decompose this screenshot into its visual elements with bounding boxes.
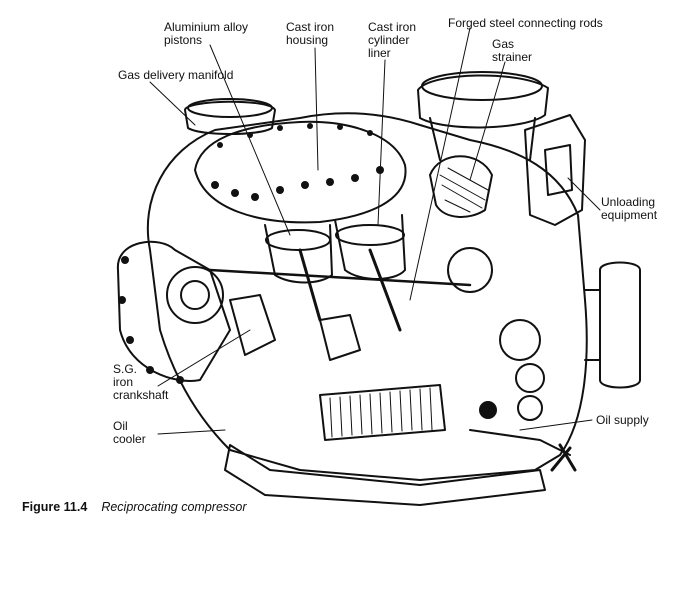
cylinder-liner-left: [264, 224, 333, 284]
leader-unloading: [567, 177, 601, 211]
label-cast-iron-cylinder-liner: Cast iron cylinder liner: [368, 20, 417, 60]
figure-title: Reciprocating compressor: [101, 500, 247, 514]
leader-oil-supply: [519, 419, 593, 431]
leader-housing: [314, 47, 319, 171]
delivery-flange: [184, 100, 276, 135]
leader-oil-cooler: [157, 429, 226, 435]
connecting-rod-right: [368, 248, 402, 332]
unloading-housing: [524, 114, 586, 226]
gear-small: [517, 395, 543, 421]
crankshaft-seal: [166, 266, 224, 324]
unloader-cylinder: [599, 261, 641, 389]
unloader-pipe: [584, 289, 601, 361]
unloading-detail: [544, 144, 573, 196]
leader-lines: [149, 27, 601, 435]
label-aluminium-alloy-pistons: Aluminium alloy pistons: [164, 20, 249, 47]
label-oil-supply: Oil supply: [596, 413, 649, 427]
oil-cooler-body: [319, 384, 446, 441]
delivery-flange-face: [187, 98, 273, 118]
sump-base: [224, 444, 546, 506]
label-unloading-equipment: Unloading equipment: [601, 195, 658, 222]
crankshaft-seal-inner: [180, 280, 210, 310]
suction-flange: [417, 74, 549, 129]
label-gas-strainer: Gas strainer: [492, 37, 533, 64]
oil-cooler-fins: [329, 387, 433, 438]
figure-number: Figure 11.4: [22, 500, 88, 514]
crankshaft: [229, 294, 361, 361]
label-oil-cooler: Oil cooler: [113, 419, 146, 446]
gear-mid: [515, 363, 545, 393]
suction-pipe: [429, 117, 536, 161]
housing-outline: [146, 112, 588, 481]
label-forged-steel-connecting-rods: Forged steel connecting rods: [448, 16, 603, 30]
cylinder-block-top: [194, 120, 407, 224]
suction-flange-face: [421, 71, 543, 101]
oil-supply-pipe: [469, 429, 571, 456]
piston-right: [335, 224, 405, 246]
gas-strainer-body: [429, 155, 493, 218]
left-cover-bolts: [118, 256, 184, 384]
leader-connecting-rods: [409, 27, 471, 301]
figure-caption: Figure 11.4 Reciprocating compressor: [22, 500, 247, 514]
leader-manifold: [149, 81, 196, 126]
connecting-rod-left: [298, 248, 322, 322]
shaft-line: [208, 268, 472, 287]
piston-left: [265, 229, 331, 251]
leader-crankshaft: [157, 329, 251, 387]
leader-liner: [377, 59, 386, 226]
left-end-cover: [116, 240, 231, 382]
label-gas-delivery-manifold: Gas delivery manifold: [118, 68, 234, 82]
compressor-illustration: [116, 27, 641, 506]
right-bearing-housing: [447, 247, 493, 293]
gas-strainer-mesh: [439, 167, 489, 213]
leader-gas-strainer: [469, 61, 506, 181]
label-cast-iron-housing: Cast iron housing: [286, 20, 335, 47]
gear-large: [499, 319, 541, 361]
oil-valve-handle: [550, 443, 577, 472]
oil-filter: [479, 401, 497, 419]
leader-pistons: [209, 44, 291, 236]
label-sg-iron-crankshaft: S.G. iron crankshaft: [113, 362, 169, 402]
